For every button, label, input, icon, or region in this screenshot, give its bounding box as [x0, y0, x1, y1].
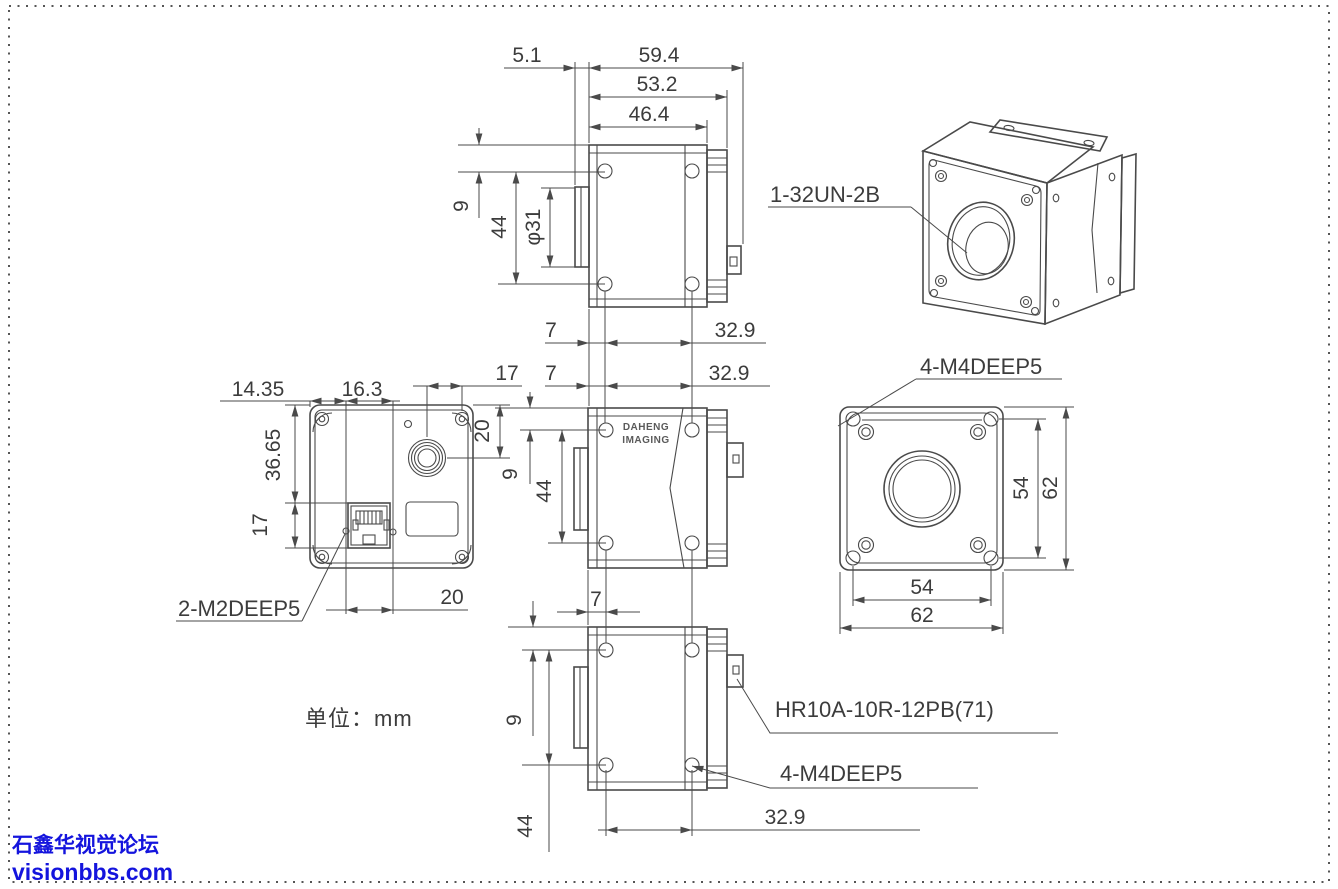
dim-44: 44	[514, 814, 537, 838]
view-back	[309, 401, 474, 614]
corner-brackets	[312, 412, 472, 565]
lens-opening	[883, 450, 961, 528]
dim-20-right: 20	[471, 419, 494, 442]
label-back-holes: 2-M2DEEP5	[178, 596, 300, 621]
dim-32-9: 32.9	[709, 362, 750, 385]
svg-text:DAHENG: DAHENG	[623, 422, 669, 433]
svg-text:IMAGING: IMAGING	[622, 435, 669, 446]
view-side-bottom	[573, 626, 744, 791]
rear-block	[1119, 152, 1137, 295]
dims-side-bottom: 7 9 44 32.9	[503, 588, 920, 852]
corner-screws	[314, 411, 470, 565]
side-face-holes	[1052, 172, 1116, 308]
dims-side-top: 5.1 59.4 53.2 46.4 9 44 φ31 7 32.9	[450, 44, 766, 423]
top-mount-tab	[988, 119, 1109, 152]
rj45-port	[347, 502, 391, 549]
rear-cap	[706, 628, 728, 789]
dim-32-9: 32.9	[765, 806, 806, 829]
dim-9: 9	[499, 468, 522, 480]
lens-mount-iso	[946, 201, 1016, 281]
label-front-holes: 4-M4DEEP5	[920, 354, 1042, 379]
dim-54-h: 54	[910, 576, 934, 599]
watermark: 石鑫华视觉论坛 visionbbs.com	[11, 833, 173, 885]
watermark-line2: visionbbs.com	[12, 859, 173, 885]
dim-62-h: 62	[910, 604, 933, 627]
dim-36-65: 36.65	[262, 429, 285, 482]
leader-4m4-side	[691, 765, 771, 789]
dim-54-v: 54	[1010, 476, 1033, 500]
view-front	[839, 406, 1004, 571]
callouts-side-bottom: HR10A-10R-12PB(71) 4-M4DEEP5	[691, 678, 1058, 789]
dim-44: 44	[533, 479, 556, 503]
dim-32-9: 32.9	[715, 319, 756, 342]
dims-back: 14.35 16.3 17 20 36.65 17 20 2-M2DEEP5	[176, 362, 522, 622]
dim-62-v: 62	[1039, 476, 1062, 499]
dim-46-4: 46.4	[629, 103, 670, 126]
dim-53-2: 53.2	[637, 73, 678, 96]
m2-hole	[389, 528, 397, 536]
dim-7: 7	[545, 319, 557, 342]
rear-cap-ridges	[707, 157, 727, 295]
label-lens-thread: 1-32UN-2B	[770, 182, 880, 207]
view-side-middle: DAHENG IMAGING	[573, 407, 744, 569]
rear-cap	[706, 409, 728, 567]
m2-hole	[342, 527, 350, 535]
rear-cap	[706, 149, 728, 303]
dim-7: 7	[590, 588, 602, 611]
io-connector-stub	[726, 442, 744, 478]
label-plate	[405, 501, 459, 537]
parting-line	[669, 407, 685, 569]
view-isometric: 1-32UN-2B	[768, 119, 1137, 326]
led-indicator	[403, 419, 413, 429]
power-io-connector	[407, 438, 447, 478]
leader-hr10a	[736, 678, 1058, 734]
front-screws	[934, 169, 1034, 309]
lens-mount	[573, 666, 589, 749]
watermark-line1: 石鑫华视觉论坛	[11, 833, 159, 857]
screw-holes	[598, 642, 700, 773]
rear-cap-ridges	[707, 417, 727, 559]
label-io-connector: HR10A-10R-12PB(71)	[775, 697, 994, 722]
dim-14-35: 14.35	[232, 378, 285, 401]
lens-mount	[574, 186, 590, 268]
dim-9: 9	[503, 714, 526, 726]
label-side-holes: 4-M4DEEP5	[780, 761, 902, 786]
unit-note: 单位：mm	[305, 706, 413, 731]
dim-dia31: φ31	[522, 209, 545, 246]
front-corner-dots	[928, 158, 1041, 316]
dims-front: 54 62 54 62 4-M4DEEP5	[837, 354, 1074, 634]
dim-5-1: 5.1	[512, 44, 541, 67]
lens-mount	[573, 447, 589, 531]
dim-59-4: 59.4	[639, 44, 680, 67]
dim-17-left: 17	[249, 513, 272, 536]
dims-side-middle: 7 32.9 9 44	[495, 362, 770, 643]
dim-17-top: 17	[495, 362, 518, 385]
dim-44: 44	[488, 215, 511, 239]
view-side-top	[574, 144, 742, 308]
io-connector-stub	[726, 654, 744, 688]
dim-16-3: 16.3	[342, 378, 383, 401]
rear-cap-ridges	[707, 636, 727, 781]
page-border	[8, 5, 1330, 883]
corner-holes	[845, 411, 999, 566]
screw-holes	[597, 163, 700, 292]
dim-7: 7	[545, 362, 557, 385]
dim-20-bottom: 20	[440, 586, 463, 609]
side-face	[1044, 153, 1123, 326]
dim-9: 9	[450, 200, 473, 212]
io-connector-stub	[726, 245, 742, 275]
daheng-logo: DAHENG IMAGING	[622, 422, 669, 446]
m4-screw-holes	[857, 423, 987, 554]
